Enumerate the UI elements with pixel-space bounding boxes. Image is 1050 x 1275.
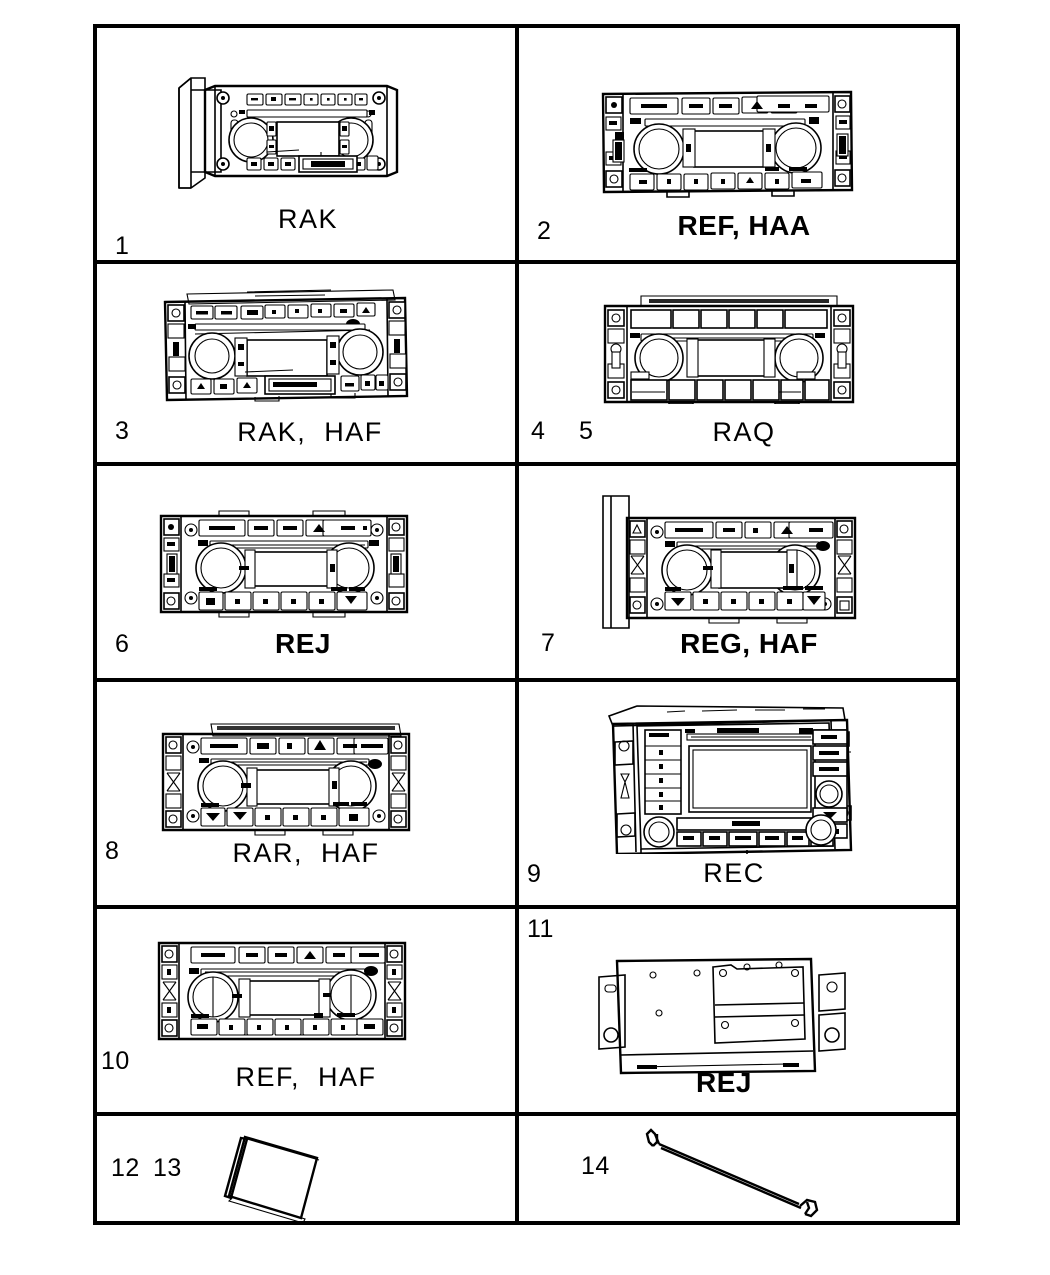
radio-unit-illustration: [151, 937, 413, 1045]
item-number-2: 2: [537, 217, 552, 245]
part-code-caption: REJ: [275, 628, 331, 659]
part-cell-3: 3: [93, 264, 515, 462]
item-number-9: 9: [527, 860, 542, 888]
manual-booklet-illustration: [211, 1124, 361, 1224]
item-number-3: 3: [115, 417, 130, 445]
item-number-4: 4: [531, 417, 546, 445]
removal-tool-illustration: [639, 1122, 839, 1222]
car-radio-head-unit-icon: [157, 941, 407, 1041]
part-cell-10: 10: [93, 909, 515, 1112]
car-radio-head-unit-icon: [161, 723, 411, 836]
radio-unit-illustration: [155, 284, 420, 404]
part-code-caption: RAK, HAF: [237, 417, 383, 447]
radio-unit-illustration: [597, 84, 857, 199]
part-cell-9: 9: [519, 682, 960, 905]
grid-vertical-divider: [515, 24, 519, 1225]
grid-row-divider-1: [93, 260, 960, 264]
part-cell-11: 11: [519, 909, 960, 1112]
part-code-caption: REC: [703, 858, 765, 888]
item-number-11: 11: [527, 915, 554, 943]
car-radio-head-unit-icon: [159, 510, 409, 618]
part-code-caption: RAR, HAF: [232, 838, 380, 868]
part-cell-6: 6: [93, 466, 515, 678]
part-cell-14: 14: [519, 1116, 960, 1225]
item-number-8: 8: [105, 837, 120, 865]
diagram-grid-frame: [93, 24, 960, 1225]
grid-row-divider-3: [93, 678, 960, 682]
car-radio-head-unit-icon: [603, 295, 855, 404]
radio-removal-tool-icon: [645, 1128, 819, 1218]
item-number-12: 12: [111, 1154, 140, 1182]
item-number-7: 7: [541, 629, 556, 657]
owners-manual-booklet-icon: [223, 1135, 320, 1224]
chassis-bracket-illustration: [597, 947, 847, 1082]
navigation-head-unit-icon: [607, 705, 853, 854]
grid-row-divider-4: [93, 905, 960, 909]
item-number-1: 1: [115, 232, 130, 260]
part-cell-8: 8: [93, 682, 515, 905]
part-cell-4-5: 4 5: [519, 264, 960, 462]
item-number-10: 10: [101, 1047, 130, 1075]
part-cell-2: 2: [519, 24, 960, 260]
part-code-caption: REF, HAF: [235, 1062, 377, 1092]
radio-unit-illustration: [153, 508, 415, 618]
part-code-caption: REF, HAA: [677, 210, 811, 241]
car-radio-head-unit-icon: [163, 289, 409, 402]
navigation-unit-illustration: [607, 702, 857, 854]
item-number-14: 14: [581, 1152, 610, 1180]
radio-unit-illustration: [155, 720, 417, 838]
part-cell-7: 7: [519, 466, 960, 678]
part-code-caption: REG, HAF: [680, 628, 818, 659]
car-radio-head-unit-icon: [178, 77, 399, 189]
radio-unit-illustration: [599, 492, 867, 632]
grid-row-divider-5: [93, 1112, 960, 1116]
part-cell-1: 1: [93, 24, 515, 260]
car-radio-head-unit-icon: [602, 495, 857, 629]
radio-unit-illustration: [599, 292, 859, 404]
part-code-caption: REJ: [696, 1067, 752, 1098]
item-number-13: 13: [153, 1154, 182, 1182]
car-radio-head-unit-icon: [601, 90, 854, 198]
part-code-caption: RAQ: [712, 417, 776, 447]
part-code-caption: RAK: [277, 204, 339, 234]
part-cell-12-13: 12 13: [93, 1116, 515, 1225]
item-number-5: 5: [579, 417, 594, 445]
radio-chassis-bracket-icon: [598, 957, 846, 1075]
grid-row-divider-2: [93, 462, 960, 466]
radio-unit-illustration: [171, 60, 441, 205]
item-number-6: 6: [115, 630, 130, 658]
